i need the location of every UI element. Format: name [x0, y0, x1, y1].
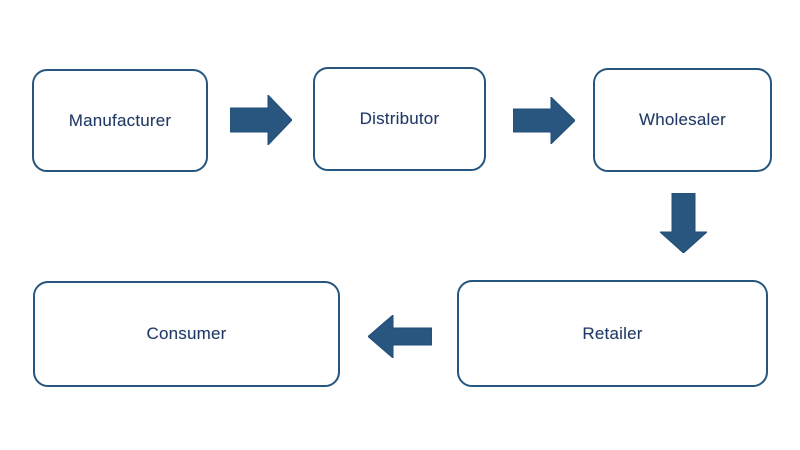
- right-arrow-icon: [513, 97, 575, 144]
- node-retailer: Retailer: [457, 280, 768, 387]
- arrow-manufacturer-to-distributor: [230, 95, 292, 145]
- node-manufacturer-label: Manufacturer: [68, 110, 172, 130]
- node-consumer: Consumer: [33, 281, 340, 387]
- down-arrow-icon: [660, 193, 707, 253]
- node-distributor: Distributor: [313, 67, 486, 171]
- node-wholesaler: Wholesaler: [593, 68, 772, 172]
- arrow-retailer-to-consumer: [368, 315, 432, 358]
- node-consumer-label: Consumer: [146, 324, 227, 343]
- right-arrow-icon: [230, 95, 292, 145]
- left-arrow-icon: [368, 315, 432, 358]
- node-retailer-label: Retailer: [582, 323, 643, 343]
- node-wholesaler-label: Wholesaler: [638, 110, 727, 129]
- arrow-wholesaler-to-retailer: [660, 193, 707, 253]
- node-manufacturer: Manufacturer: [32, 69, 208, 172]
- arrow-distributor-to-wholesaler: [513, 97, 575, 144]
- node-distributor-label: Distributor: [359, 109, 440, 128]
